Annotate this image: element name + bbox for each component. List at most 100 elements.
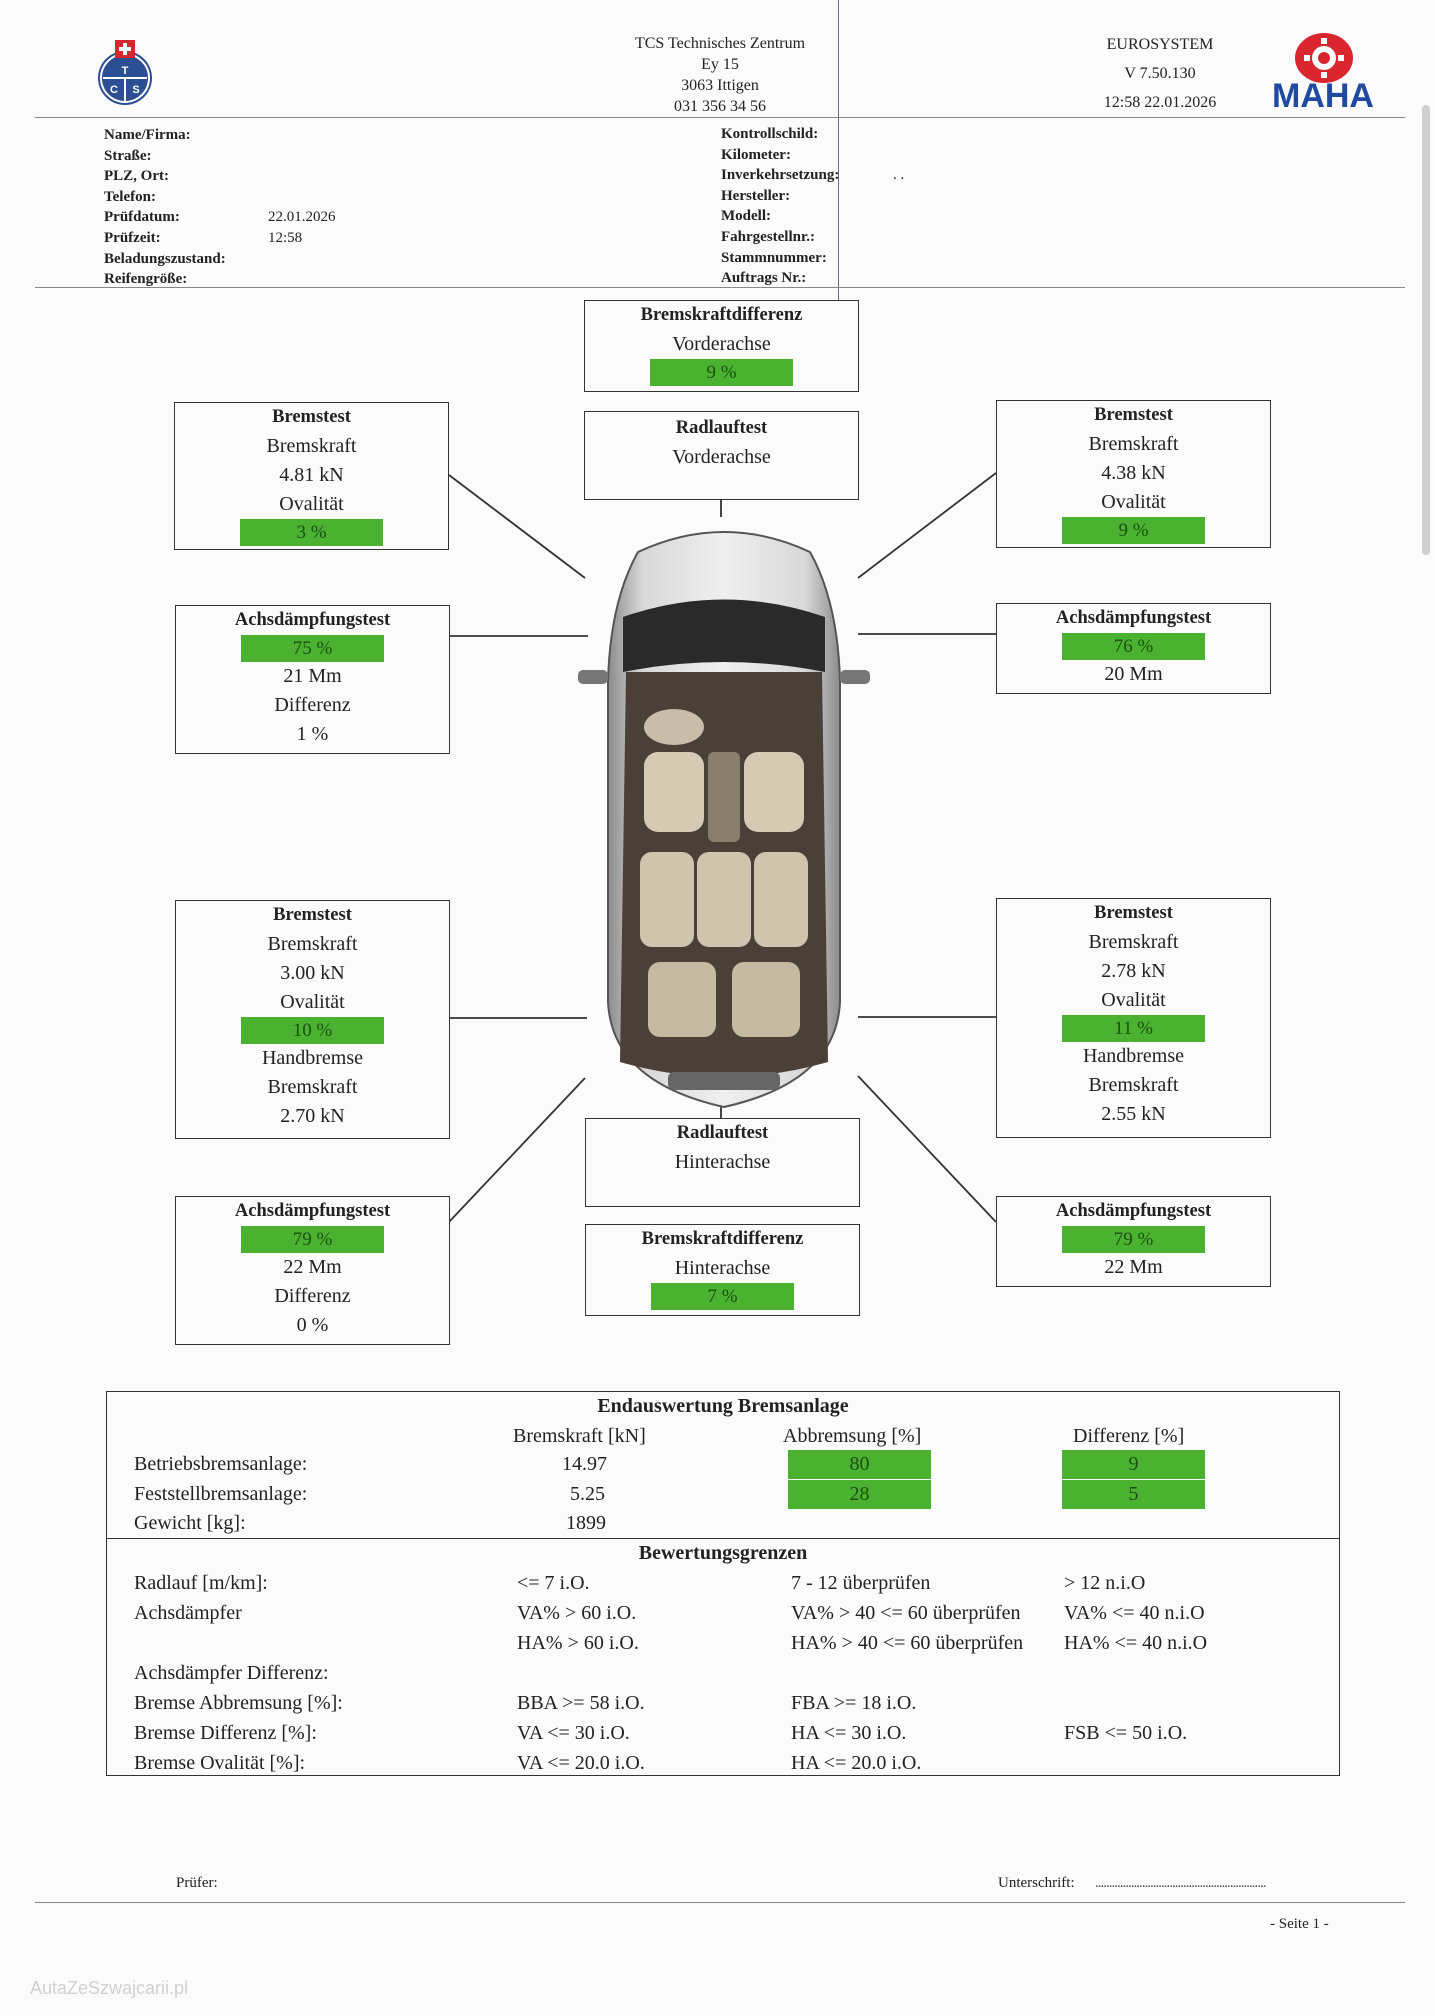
summary-force: 5.25: [570, 1483, 605, 1505]
brake-diff-rear-box: Bremskraftdifferenz Hinterachse 7 %: [585, 1224, 860, 1316]
brake-test-rear-right-box: Bremstest Bremskraft 2.78 kN Ovalität 11…: [996, 898, 1271, 1138]
limits-row: Achsdämpfer Differenz:: [134, 1659, 1334, 1689]
km-label: Kilometer:: [721, 146, 791, 163]
limits-table: Radlauf [m/km]: <= 7 i.O. 7 - 12 überprü…: [134, 1569, 1334, 1779]
box-title: Achsdämpfungstest: [234, 610, 391, 630]
limits-cell: HA% > 60 i.O.: [517, 1632, 639, 1654]
box-line: 21 Mm: [283, 665, 342, 687]
tester-label: Prüfer:: [176, 1875, 218, 1891]
box-line: Ovalität: [1101, 989, 1166, 1011]
box-line: Bremskraft: [267, 1076, 358, 1098]
model-label: Modell:: [721, 208, 771, 225]
vehicle-block: Kontrollschild: Kilometer: Inverkehrsetz…: [721, 124, 839, 289]
footer-rule: [35, 1902, 1405, 1903]
order-label: Auftrags Nr.:: [721, 270, 807, 287]
header-line: 031 356 34 56: [674, 98, 766, 115]
damping-test-front-left-box: Achsdämpfungstest 75 % 21 Mm Differenz 1…: [175, 605, 450, 754]
svg-text:S: S: [132, 84, 139, 96]
box-line: Ovalität: [280, 991, 345, 1013]
weight-label: Gewicht [kg]:: [134, 1512, 246, 1534]
summary-diff-pass: 9: [1062, 1450, 1205, 1479]
summary-row-label: Betriebsbremsanlage:: [134, 1453, 308, 1475]
limits-row: HA% > 60 i.O. HA% > 40 <= 60 überprüfen …: [134, 1629, 1334, 1659]
pass-value: 7 %: [651, 1283, 794, 1310]
wheel-alignment-rear-box: Radlauftest Hinterachse: [585, 1118, 860, 1207]
box-line: 0 %: [296, 1314, 329, 1336]
limits-cell: VA% > 40 <= 60 überprüfen: [791, 1602, 1021, 1624]
registration-label: Inverkehrsetzung:: [721, 167, 840, 184]
summary-diff-pass: 5: [1062, 1480, 1205, 1509]
box-title: Bremstest: [1094, 405, 1173, 425]
col-force-header: Bremskraft [kN]: [513, 1425, 646, 1447]
time-label: Prüfzeit:: [104, 229, 161, 246]
system-version: V 7.50.130: [1124, 65, 1196, 82]
limits-row: Bremse Ovalität [%]: VA <= 20.0 i.O. HA …: [134, 1749, 1334, 1779]
limits-cell: Bremse Differenz [%]:: [134, 1722, 317, 1744]
box-title: Achsdämpfungstest: [1055, 1201, 1212, 1221]
box-line: 20 Mm: [1104, 663, 1163, 685]
limits-cell: HA% <= 40 n.i.O: [1064, 1632, 1208, 1654]
watermark: AutaZeSzwajcarii.pl: [30, 1978, 189, 1998]
phone-label: Telefon:: [104, 188, 156, 205]
box-sub: Hinterachse: [674, 1151, 771, 1173]
system-datetime: 12:58 22.01.2026: [1103, 94, 1217, 111]
box-title: Bremstest: [272, 407, 351, 427]
customer-block: Name/Firma: Straße: PLZ, Ort: Telefon: P…: [104, 125, 226, 290]
box-line: Differenz: [274, 694, 351, 716]
brake-test-front-left-box: Bremstest Bremskraft 4.81 kN Ovalität 3 …: [174, 402, 449, 550]
street-label: Straße:: [104, 147, 152, 164]
scan-line: [838, 0, 839, 335]
svg-text:C: C: [110, 84, 118, 96]
box-line: 3.00 kN: [280, 962, 345, 984]
box-title: Bremstest: [1094, 903, 1173, 923]
registration-value: . .: [893, 167, 905, 183]
damping-test-rear-right-box: Achsdämpfungstest 79 % 22 Mm: [996, 1196, 1271, 1287]
damping-test-rear-left-box: Achsdämpfungstest 79 % 22 Mm Differenz 0…: [175, 1196, 450, 1345]
box-line: Handbremse: [261, 1047, 364, 1069]
limits-row: Radlauf [m/km]: <= 7 i.O. 7 - 12 überprü…: [134, 1569, 1334, 1599]
header-line: Ey 15: [701, 56, 739, 73]
scrollbar[interactable]: [1422, 105, 1430, 555]
page-number: - Seite 1 -: [1270, 1916, 1329, 1932]
box-sub: Vorderachse: [672, 333, 771, 355]
box-line: 1 %: [296, 723, 329, 745]
date-label: Prüfdatum:: [104, 209, 180, 226]
limits-cell: HA <= 20.0 i.O.: [791, 1752, 922, 1774]
brake-test-rear-left-box: Bremstest Bremskraft 3.00 kN Ovalität 10…: [175, 900, 450, 1139]
box-line: Bremskraft: [266, 435, 357, 457]
box-line: Bremskraft: [1088, 1074, 1179, 1096]
pass-value: 79 %: [241, 1226, 384, 1253]
header-address: TCS Technisches Zentrum Ey 15 3063 Ittig…: [560, 33, 880, 117]
summary-row-label: Feststellbremsanlage:: [134, 1483, 308, 1505]
limits-cell: VA <= 30 i.O.: [517, 1722, 630, 1744]
limits-cell: BBA >= 58 i.O.: [517, 1692, 645, 1714]
vin-label: Fahrgestellnr.:: [721, 228, 816, 245]
limits-cell: HA% > 40 <= 60 überprüfen: [791, 1632, 1024, 1654]
maha-logo: MAHA: [1268, 30, 1378, 115]
summary-decel-pass: 80: [788, 1450, 931, 1479]
pass-value: 3 %: [240, 519, 383, 546]
pass-value: 76 %: [1062, 633, 1205, 660]
pass-value: 10 %: [241, 1017, 384, 1044]
brake-diff-front-box: Bremskraftdifferenz Vorderachse 9 %: [584, 300, 859, 392]
box-line: 4.38 kN: [1101, 462, 1166, 484]
box-line: 22 Mm: [283, 1256, 342, 1278]
limits-cell: FSB <= 50 i.O.: [1064, 1722, 1188, 1744]
time-value: 12:58: [268, 230, 303, 246]
pass-value: 79 %: [1062, 1226, 1205, 1253]
name-label: Name/Firma:: [104, 127, 191, 143]
box-line: 2.78 kN: [1101, 960, 1166, 982]
box-line: Ovalität: [279, 493, 344, 515]
box-title: Bremstest: [273, 905, 352, 925]
box-title: Bremskraftdifferenz: [640, 305, 803, 325]
limits-row: Bremse Differenz [%]: VA <= 30 i.O. HA <…: [134, 1719, 1334, 1749]
zip-label: PLZ, Ort:: [104, 168, 169, 185]
box-line: Bremskraft: [1088, 433, 1179, 455]
box-line: Bremskraft: [1088, 931, 1179, 953]
limits-cell: Achsdämpfer Differenz:: [134, 1662, 329, 1684]
box-title: Radlauftest: [676, 1123, 769, 1143]
box-line: Differenz: [274, 1285, 351, 1307]
stamm-label: Stammnummer:: [721, 249, 827, 266]
date-value: 22.01.2026: [268, 209, 336, 225]
limits-cell: VA% <= 40 n.i.O: [1064, 1602, 1205, 1624]
